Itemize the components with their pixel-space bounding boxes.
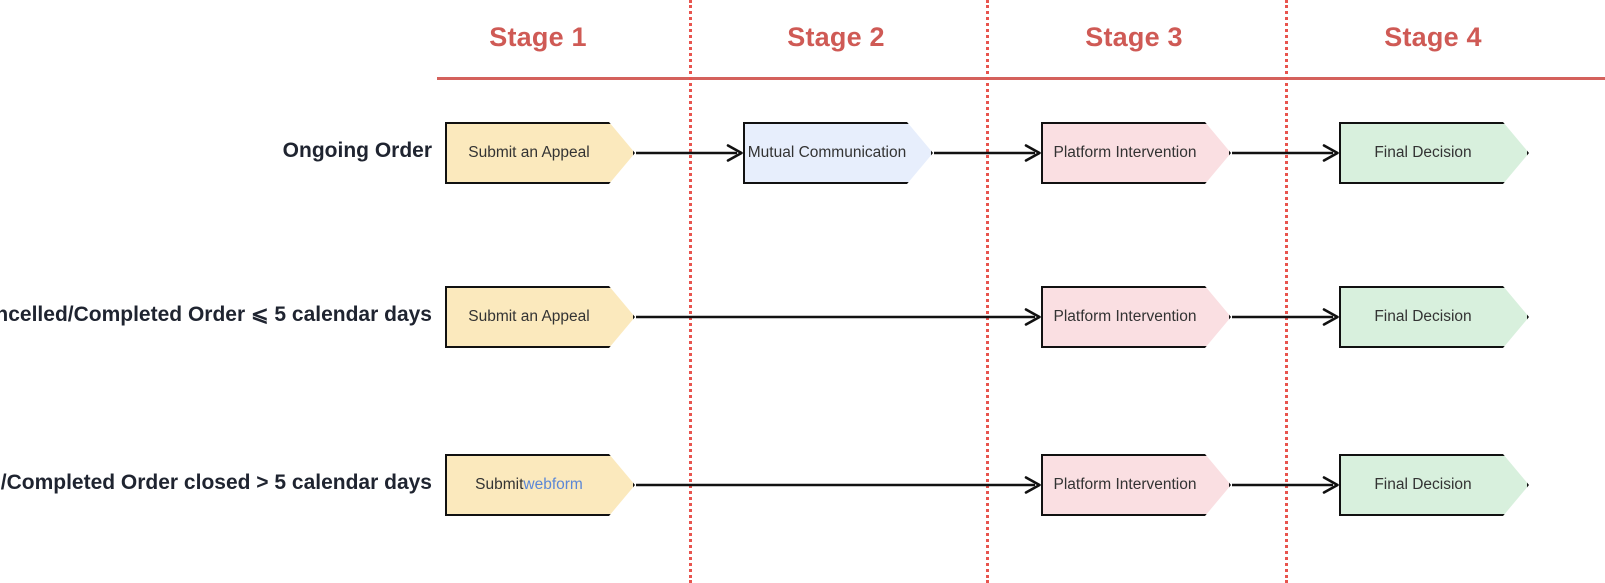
- stage-divider-3: [1285, 0, 1288, 583]
- process-node-label: Submit: [475, 476, 524, 493]
- stage-header-rule: [437, 77, 1605, 80]
- stage-header-2: Stage 2: [787, 22, 885, 52]
- process-node-r2-stage1[interactable]: Submit an Appeal: [445, 286, 635, 348]
- process-node-r2-stage4[interactable]: Final Decision: [1339, 286, 1529, 348]
- process-node-r1-stage3[interactable]: Platform Intervention: [1041, 122, 1231, 184]
- stage-header-1: Stage 1: [489, 22, 587, 52]
- process-node-label: Mutual Communication: [747, 144, 907, 161]
- process-node-label: Final Decision: [1374, 476, 1472, 493]
- process-node-label: Platform Intervention: [1053, 308, 1197, 325]
- process-node-r3-stage1[interactable]: Submit webform: [445, 454, 635, 516]
- connector-arrow-r2-2: [1232, 307, 1339, 327]
- stage-divider-2: [986, 0, 989, 583]
- connector-arrow-r1-1: [636, 143, 743, 163]
- connector-arrow-r2-1: [636, 307, 1041, 327]
- process-node-label: Submit an Appeal: [468, 308, 590, 325]
- process-node-r1-stage2[interactable]: Mutual Communication: [743, 122, 933, 184]
- connector-arrow-r3-2: [1232, 475, 1339, 495]
- connector-arrow-r1-3: [1232, 143, 1339, 163]
- process-node-label: Final Decision: [1374, 308, 1472, 325]
- process-node-label: Platform Intervention: [1053, 144, 1197, 161]
- connector-arrow-r1-2: [934, 143, 1041, 163]
- connector-arrow-r3-1: [636, 475, 1041, 495]
- process-node-label: Final Decision: [1374, 144, 1472, 161]
- process-node-r1-stage1[interactable]: Submit an Appeal: [445, 122, 635, 184]
- row-label-1: Ongoing Order: [282, 139, 432, 162]
- process-node-label: Platform Intervention: [1053, 476, 1197, 493]
- stage-header-3: Stage 3: [1085, 22, 1183, 52]
- stage-divider-1: [689, 0, 692, 583]
- process-node-r2-stage3[interactable]: Platform Intervention: [1041, 286, 1231, 348]
- webform-link[interactable]: webform: [523, 476, 583, 493]
- row-label-3: Cancelled/Completed Order closed > 5 cal…: [0, 471, 432, 494]
- process-node-r3-stage4[interactable]: Final Decision: [1339, 454, 1529, 516]
- process-node-label: Submit an Appeal: [468, 144, 590, 161]
- row-label-2: Cancelled/Completed Order ⩽ 5 calendar d…: [0, 303, 432, 326]
- process-node-r3-stage3[interactable]: Platform Intervention: [1041, 454, 1231, 516]
- process-node-r1-stage4[interactable]: Final Decision: [1339, 122, 1529, 184]
- stage-header-4: Stage 4: [1384, 22, 1482, 52]
